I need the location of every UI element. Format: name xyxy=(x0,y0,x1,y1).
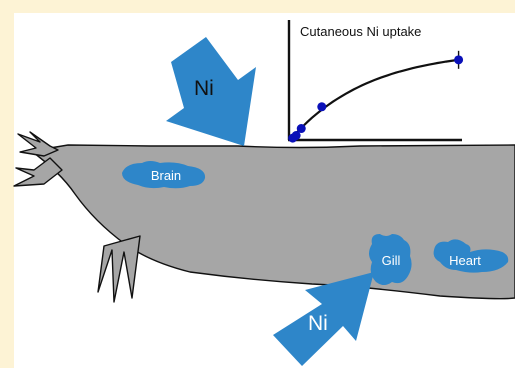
chart-data-point xyxy=(297,124,306,133)
heart-label: Heart xyxy=(449,253,481,268)
ni-arrow-top-label: Ni xyxy=(194,77,214,100)
chart-trend-curve xyxy=(291,60,459,139)
pectoral-fin xyxy=(98,236,140,302)
gill-label: Gill xyxy=(382,253,401,268)
ni-arrow-bottom-label: Ni xyxy=(308,312,328,335)
chart-data-point xyxy=(317,102,326,111)
uptake-chart: Cutaneous Ni uptake xyxy=(288,20,463,143)
chart-marks xyxy=(288,51,463,143)
chart-data-point xyxy=(454,55,463,64)
brain-label: Brain xyxy=(151,168,181,183)
barbel-lower xyxy=(14,158,62,186)
chart-title: Cutaneous Ni uptake xyxy=(300,24,421,39)
barbel-upper xyxy=(18,132,58,156)
